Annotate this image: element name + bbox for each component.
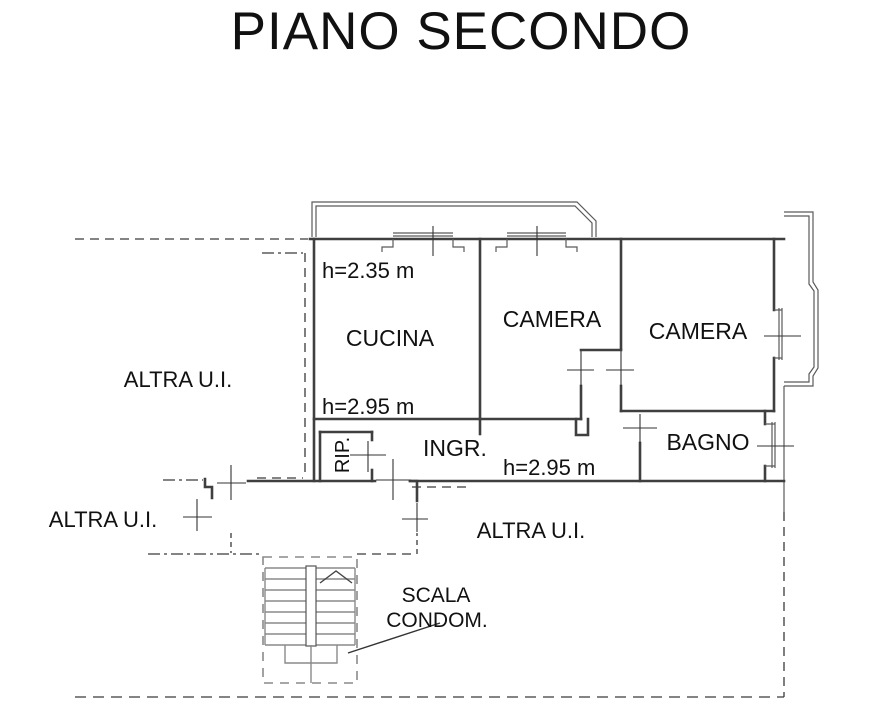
- windows: [381, 232, 783, 468]
- wall-pillar-corridor: [574, 417, 590, 437]
- height-label-cucina-floor: h=2.95 m: [322, 394, 414, 419]
- height-label-cucina-ceiling: h=2.35 m: [322, 258, 414, 283]
- balconies: [311, 201, 819, 512]
- door-landing-1: [217, 465, 246, 500]
- door-landing-3: [402, 503, 428, 532]
- room-label-ingresso: INGR.: [423, 435, 487, 461]
- floor-plan-title: PIANO SECONDO: [231, 2, 692, 61]
- balcony-right-outer: [784, 211, 819, 387]
- other-unit-label-lower-left: ALTRA U.I.: [49, 507, 157, 532]
- plan-labels: PIANO SECONDO h=2.35 m CUCINA h=2.95 m C…: [49, 2, 750, 632]
- room-label-bagno: BAGNO: [666, 429, 749, 455]
- stairs-label-line1: SCALA: [402, 584, 471, 607]
- room-label-camera-1: CAMERA: [503, 306, 602, 332]
- door-landing-2: [183, 499, 212, 531]
- door-bagno: [623, 414, 657, 443]
- boundary-lines: [75, 238, 785, 698]
- door-symbols: [183, 226, 801, 532]
- other-unit-label-bottom-center: ALTRA U.I.: [477, 518, 585, 543]
- window-bagno-jambs: [765, 423, 775, 467]
- stair-direction-chevron: [319, 570, 353, 584]
- door-camera2: [606, 351, 634, 386]
- window-camera2-sill: [778, 308, 783, 360]
- balcony-top-inner: [315, 205, 593, 237]
- room-label-camera-2: CAMERA: [649, 318, 748, 344]
- window-camera1-jambs: [495, 239, 578, 252]
- wall-landing-left-stub: [203, 477, 214, 500]
- room-label-ripostiglio: RIP.: [332, 437, 354, 473]
- apartment-walls: [203, 237, 786, 503]
- stair-side-rails: [264, 568, 356, 645]
- staircase: [262, 556, 441, 684]
- stair-stringer: [305, 565, 317, 647]
- height-label-ingresso: h=2.95 m: [503, 455, 595, 480]
- stairwell-dashed-boundary: [262, 556, 358, 684]
- door-rip: [350, 441, 386, 472]
- door-entrance: [376, 459, 411, 500]
- window-camera2-jambs: [774, 309, 782, 359]
- stair-label-leader: [347, 622, 441, 654]
- balcony-top-outer: [311, 201, 597, 237]
- door-camera1: [567, 351, 594, 386]
- window-bagno-sill: [771, 422, 776, 468]
- stairs-label-line2: CONDOM.: [386, 609, 488, 632]
- wall-landing-right-stub: [408, 479, 419, 503]
- room-label-cucina: CUCINA: [346, 325, 435, 351]
- window-cucina-sill: [393, 232, 453, 237]
- balcony-right-inner: [784, 215, 815, 383]
- window-cucina-jambs: [381, 239, 465, 252]
- other-unit-label-upper-left: ALTRA U.I.: [124, 367, 232, 392]
